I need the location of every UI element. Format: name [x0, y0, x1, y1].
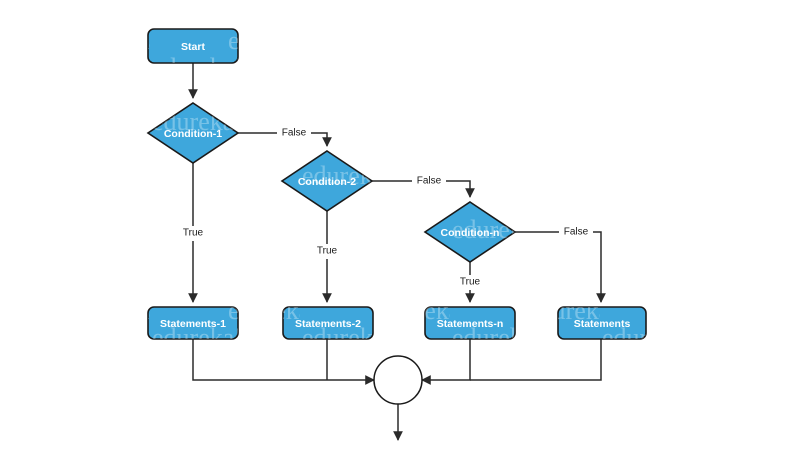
- node-merge[interactable]: [373, 355, 423, 405]
- node-layer: Start Condition-1 Condition-2 Condition-…: [146, 28, 647, 405]
- edge-label-true-1: True: [183, 228, 204, 239]
- merge-circle[interactable]: [373, 355, 423, 405]
- edge-statements-1-to-merge: [192, 339, 375, 385]
- edge-label-true-n: True: [460, 277, 481, 288]
- edge-label-false-2: False: [417, 176, 442, 187]
- edge-condition-2-false-to-condition-n: [372, 180, 475, 198]
- label-mask: [277, 125, 311, 141]
- label-mask: [456, 275, 484, 290]
- label-mask: [179, 226, 207, 241]
- edge-label-false-1: False: [282, 128, 307, 139]
- label-mask: [412, 173, 446, 189]
- edge-condition-1-false-to-condition-2: [238, 132, 332, 147]
- label-mask: [313, 244, 341, 259]
- edge-condition-n-false-to-statements-else: [515, 231, 606, 303]
- edge-label-false-n: False: [564, 227, 589, 238]
- edge-statements-n-to-merge: [421, 339, 471, 385]
- edge-statements-else-to-merge: [470, 339, 602, 381]
- edge-label-true-2: True: [317, 246, 338, 257]
- edge-label-layer: False False False True True True: [179, 125, 593, 290]
- label-mask: [559, 224, 593, 240]
